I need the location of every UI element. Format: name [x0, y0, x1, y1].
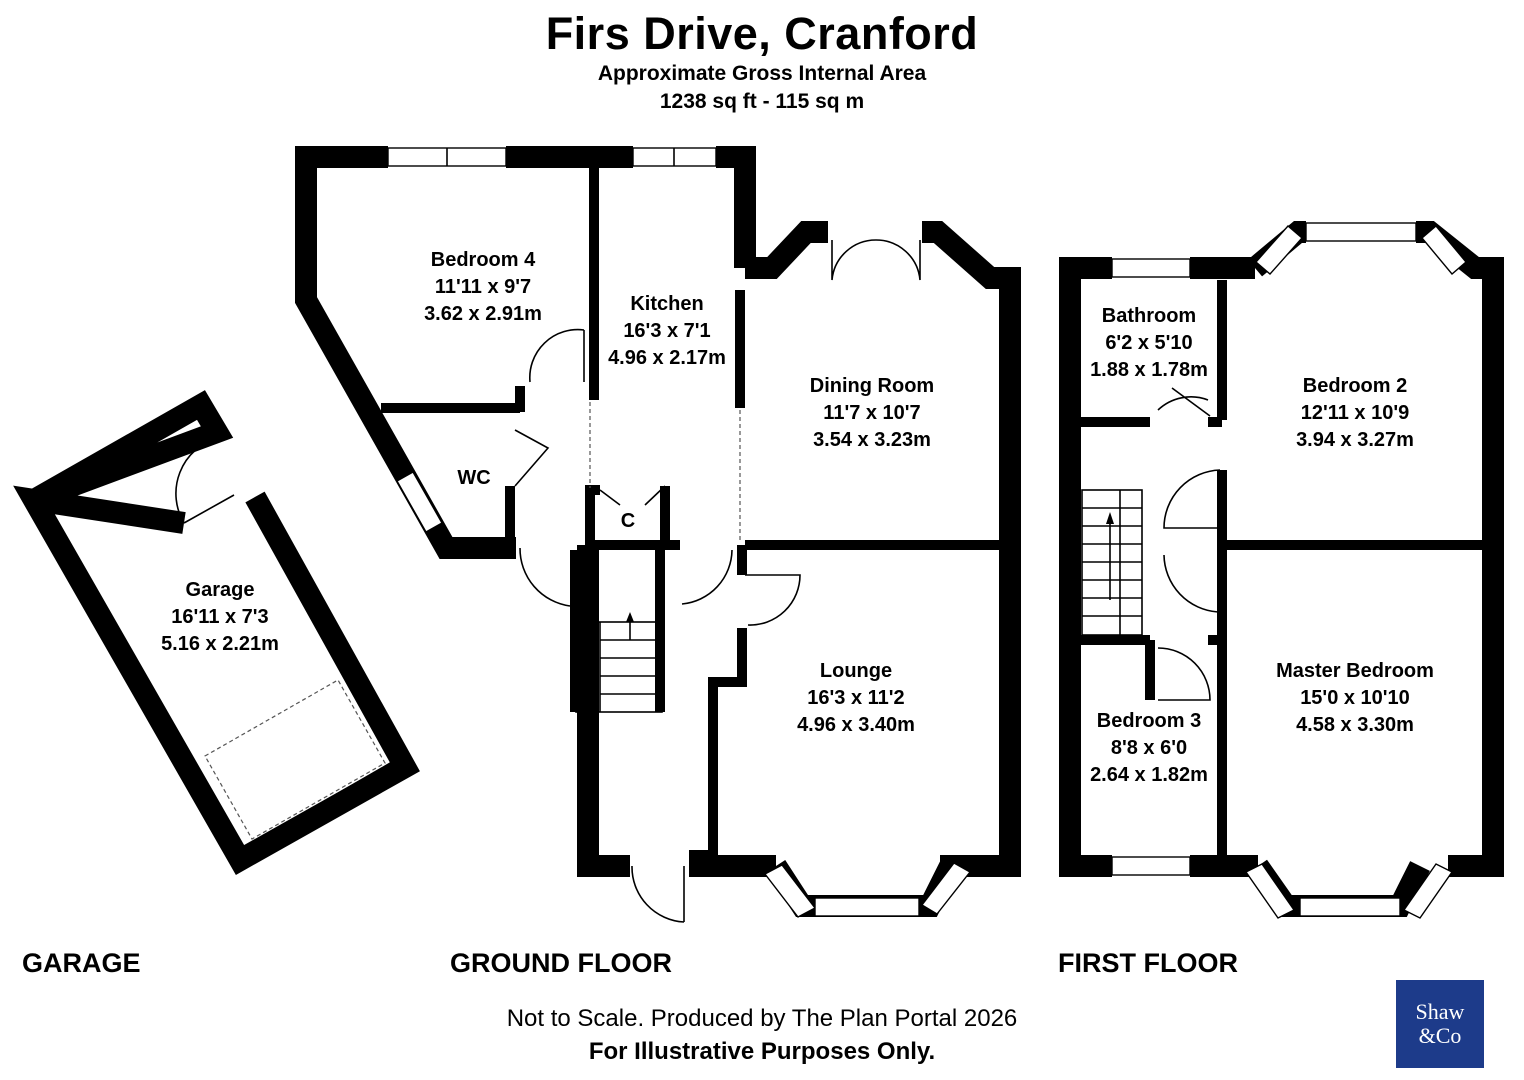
- area-value: 1238 sq ft - 115 sq m: [659, 90, 865, 113]
- area-label: Approximate Gross Internal Area: [597, 62, 927, 85]
- bathroom-imperial: 6'2 x 5'10: [1105, 332, 1192, 354]
- logo-line-1: Shaw: [1415, 999, 1465, 1024]
- plan-title: Firs Drive, Cranford: [545, 8, 979, 59]
- wc-name: WC: [457, 467, 490, 489]
- bedroom2-imperial: 12'11 x 10'9: [1301, 402, 1410, 424]
- kitchen-imperial: 16'3 x 7'1: [623, 320, 710, 342]
- bedroom2-name: Bedroom 2: [1303, 375, 1407, 397]
- disclaimer-scale: Not to Scale. Produced by The Plan Porta…: [506, 1005, 1018, 1032]
- bedroom4-metric: 3.62 x 2.91m: [424, 303, 542, 325]
- cupboard-name: C: [621, 510, 635, 532]
- lounge-imperial: 16'3 x 11'2: [807, 687, 904, 709]
- dining-name: Dining Room: [810, 375, 934, 397]
- lounge-name: Lounge: [820, 660, 892, 682]
- garage-imperial: 16'11 x 7'3: [171, 606, 268, 628]
- bathroom-metric: 1.88 x 1.78m: [1090, 359, 1208, 381]
- garage-plan: [13, 390, 420, 875]
- lounge-metric: 4.96 x 3.40m: [797, 714, 915, 736]
- kitchen-metric: 4.96 x 2.17m: [608, 347, 726, 369]
- disclaimer-illustrative: For Illustrative Purposes Only.: [588, 1038, 936, 1065]
- bedroom3-imperial: 8'8 x 6'0: [1111, 737, 1187, 759]
- shaw-co-logo: Shaw &Co: [1396, 980, 1484, 1068]
- ground-floor-plan: [295, 146, 1021, 923]
- garage-metric: 5.16 x 2.21m: [161, 633, 279, 655]
- kitchen-name: Kitchen: [630, 293, 703, 315]
- first-floor-label: FIRST FLOOR: [1058, 948, 1238, 978]
- ground-floor-label: GROUND FLOOR: [450, 948, 672, 978]
- dining-imperial: 11'7 x 10'7: [823, 402, 920, 424]
- dining-metric: 3.54 x 3.23m: [813, 429, 931, 451]
- first-floor-plan: [1059, 221, 1504, 919]
- master-imperial: 15'0 x 10'10: [1300, 687, 1410, 709]
- bedroom2-metric: 3.94 x 3.27m: [1296, 429, 1414, 451]
- bedroom3-name: Bedroom 3: [1097, 710, 1201, 732]
- master-metric: 4.58 x 3.30m: [1296, 714, 1414, 736]
- master-name: Master Bedroom: [1276, 660, 1434, 682]
- bedroom4-imperial: 11'11 x 9'7: [435, 276, 531, 298]
- room-labels: Bedroom 4 11'11 x 9'7 3.62 x 2.91m Kitch…: [161, 249, 1434, 786]
- garage-floor-label: GARAGE: [22, 948, 141, 978]
- logo-line-2: &Co: [1418, 1023, 1462, 1048]
- bedroom4-name: Bedroom 4: [431, 249, 536, 271]
- garage-name: Garage: [186, 579, 255, 601]
- bedroom3-metric: 2.64 x 1.82m: [1090, 764, 1208, 786]
- bathroom-name: Bathroom: [1102, 305, 1196, 327]
